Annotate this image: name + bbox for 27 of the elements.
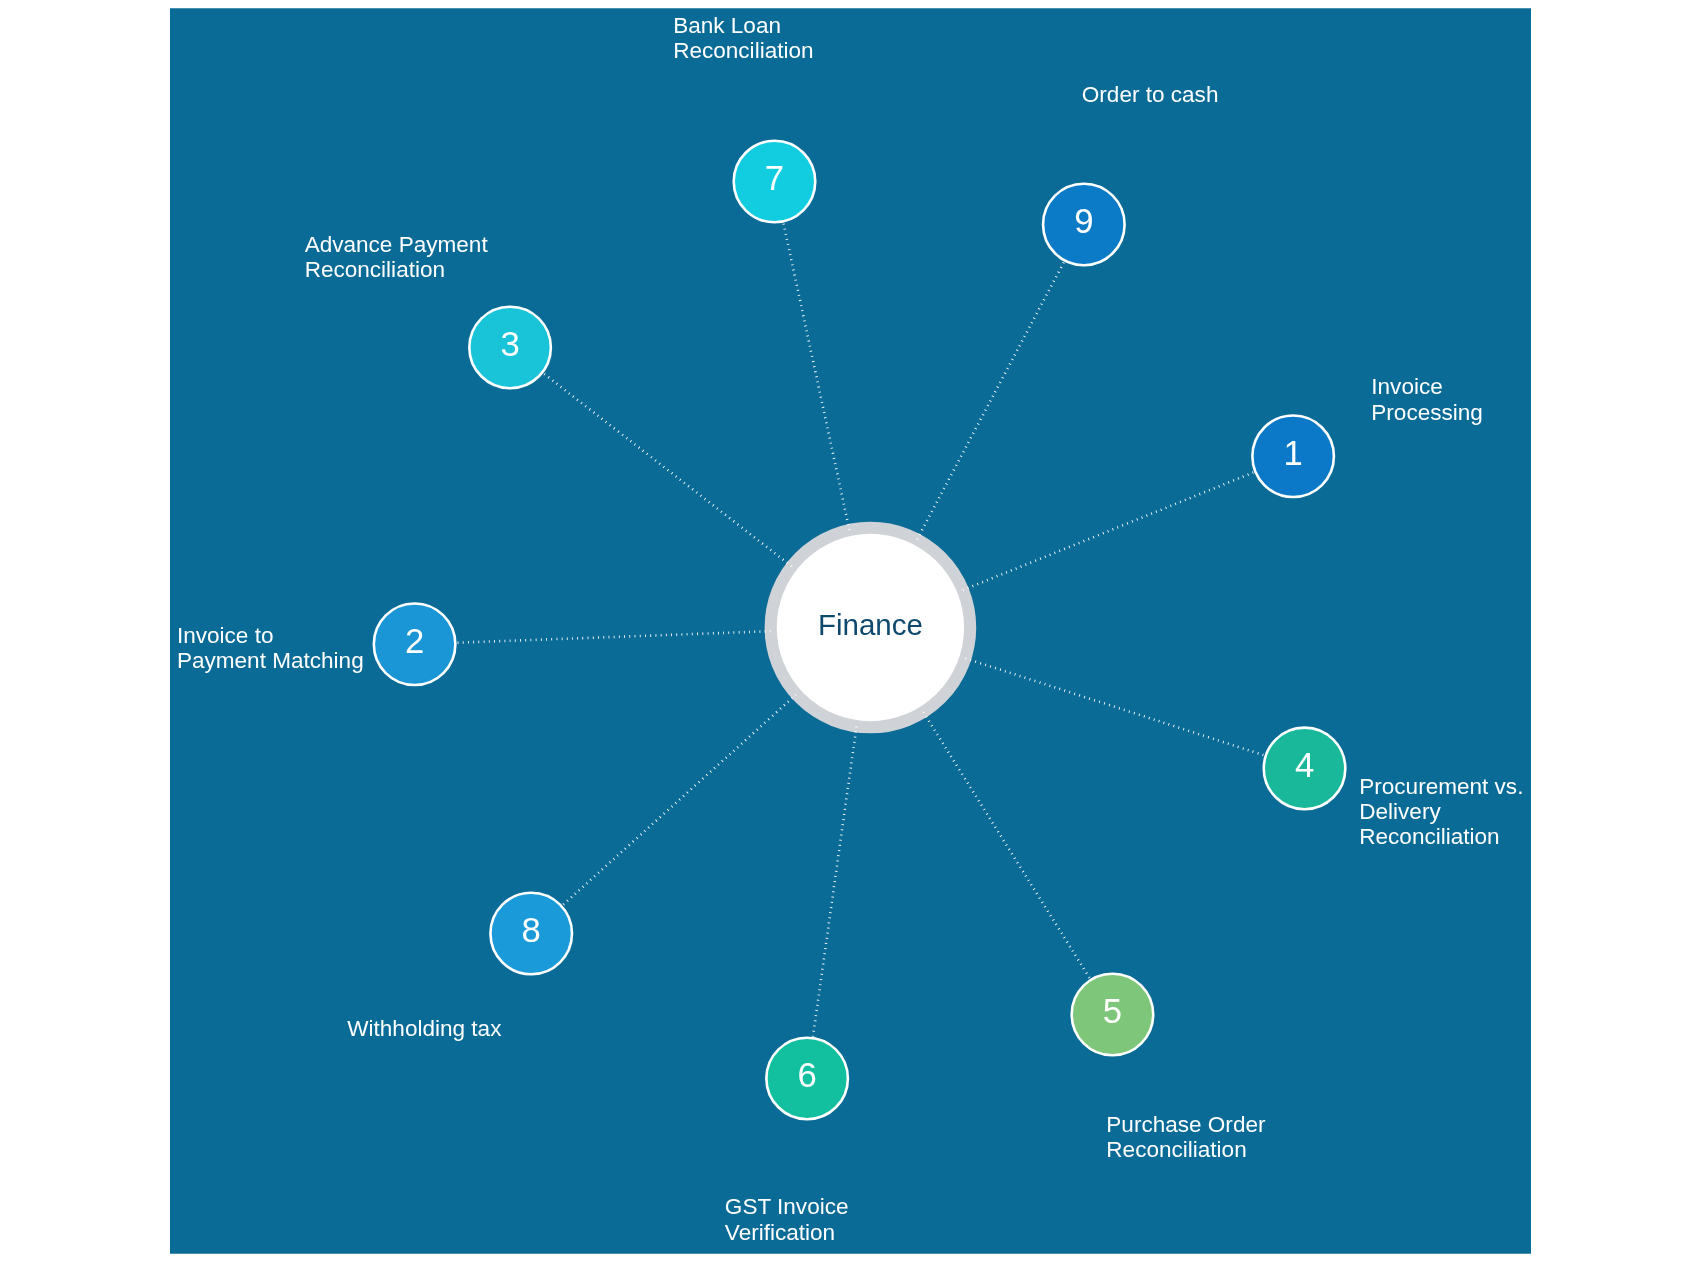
- node-circle: 9: [1041, 182, 1126, 267]
- node-circle: 6: [764, 1036, 849, 1121]
- node-circle: 3: [467, 305, 552, 390]
- node-label: Withholding tax: [346, 1016, 501, 1042]
- node-circle: 4: [1261, 726, 1347, 811]
- node-label: Purchase Order Reconciliation: [1105, 1111, 1265, 1162]
- connector: [781, 221, 851, 531]
- node-label: Invoice Processing: [1370, 374, 1483, 425]
- node-circle: Finance: [764, 521, 976, 734]
- connector: [921, 711, 1092, 981]
- connector: [541, 371, 792, 568]
- node-label: Procurement vs. Delivery Reconciliation: [1358, 774, 1523, 850]
- node-circle: 1: [1250, 414, 1335, 499]
- node-circle: 8: [488, 891, 573, 976]
- node-label: Bank Loan Reconciliation: [672, 13, 814, 64]
- connector: [961, 470, 1256, 592]
- node-circle: 2: [372, 602, 457, 687]
- connector: [915, 260, 1066, 540]
- node-circle: 5: [1069, 972, 1154, 1057]
- connector: [811, 726, 858, 1039]
- node-label: Order to cash: [1081, 81, 1218, 107]
- node-label: Invoice to Payment Matching: [176, 622, 364, 674]
- connector: [560, 693, 797, 907]
- connector: [964, 657, 1266, 757]
- node-label: Advance Payment Reconciliation: [304, 232, 488, 283]
- node-circle: 7: [731, 139, 817, 224]
- node-label: GST Invoice Verification: [724, 1194, 849, 1245]
